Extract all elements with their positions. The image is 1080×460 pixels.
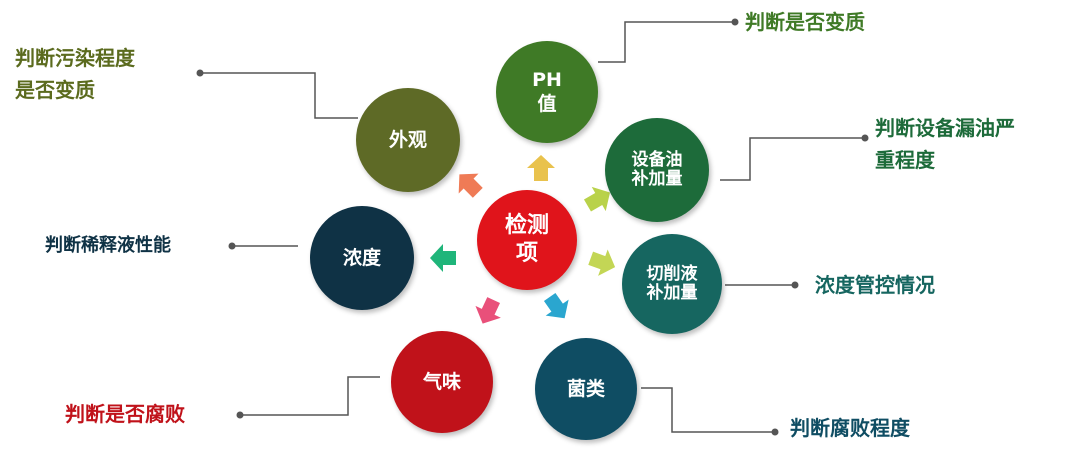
dot [861,134,869,142]
connector-bacteria [641,387,775,433]
note-text: 判断污染程度 [15,46,135,70]
arrow-icon [430,244,456,272]
note-equipment-oil: 判断设备漏油严重程度 [875,112,1015,176]
node-label: 浓度 [342,247,381,269]
note-bacteria: 判断腐败程度 [790,412,910,444]
node-label: 菌类 [566,378,605,400]
dot [791,281,799,289]
arrow-icon [475,297,501,324]
arrow-icon [458,173,483,198]
note-text: 判断腐败程度 [790,416,910,440]
center-label: 项 [515,241,538,266]
connector-ph [598,21,735,63]
node-concentration: 浓度 [310,206,414,310]
node-equipment-oil: 设备油补加量 [605,118,709,222]
note-text: 判断稀释液性能 [45,235,171,256]
arrow-icon [527,155,555,181]
note-ph: 判断是否变质 [745,6,865,38]
node-smell: 气味 [391,331,493,433]
note-text: 判断是否腐败 [65,402,185,426]
arrow-icon [543,292,569,319]
arrow-icon [583,186,610,212]
node-bacteria: 菌类 [535,338,637,440]
dot [228,242,236,250]
dot [196,69,204,77]
note-text: 是否变质 [15,78,95,102]
node-center-detection: 检测项 [477,190,577,290]
dot [731,18,739,26]
note-text: 浓度管控情况 [815,273,935,297]
node-cutting-fluid: 切削液补加量 [622,234,722,334]
node-label: 切削液补加量 [646,264,698,303]
note-text: 重程度 [875,148,935,172]
node-label: 设备油补加量 [631,150,683,189]
note-text: 判断设备漏油严 [875,116,1015,140]
node-label: 值 [537,93,557,115]
note-appearance: 判断污染程度是否变质 [15,42,135,106]
note-smell: 判断是否腐败 [65,398,185,430]
connector-smell [240,376,380,416]
node-label: PH [532,69,562,91]
dot [236,411,244,419]
node-appearance: 外观 [356,88,460,192]
connector-equipment-oil [720,137,865,181]
node-label: 气味 [422,371,461,393]
node-label: 外观 [388,129,427,151]
dot [771,428,779,436]
arrow-icon [588,249,616,276]
note-cutting-fluid: 浓度管控情况 [815,269,935,301]
note-concentration: 判断稀释液性能 [45,230,171,262]
note-text: 判断是否变质 [745,10,865,34]
center-label: 检测 [504,213,549,238]
connector-appearance [200,72,358,119]
